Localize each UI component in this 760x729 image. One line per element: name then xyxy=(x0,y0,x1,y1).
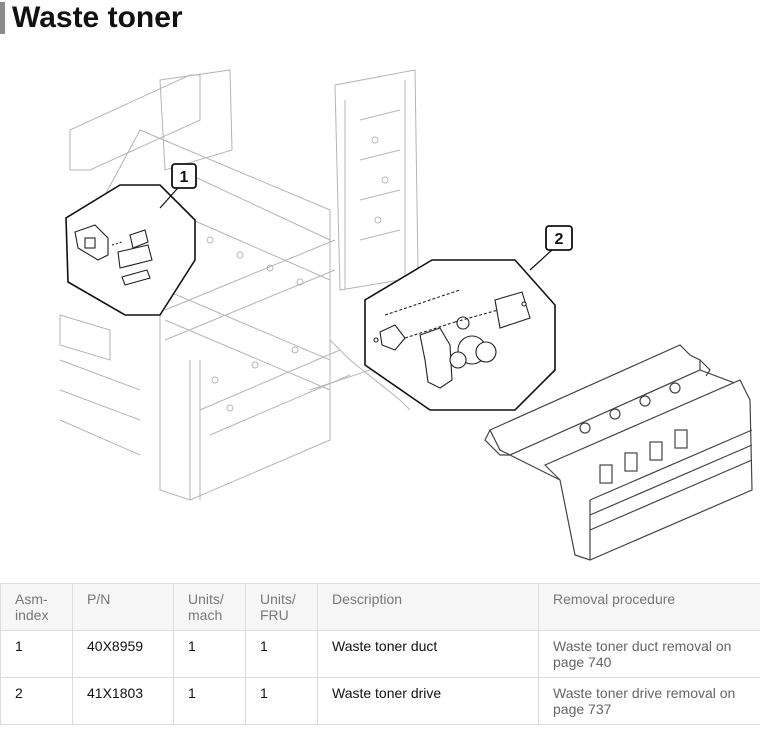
svg-text:1: 1 xyxy=(180,169,189,186)
parts-table: Asm-index P/N Units/mach Units/FRU Descr… xyxy=(0,583,760,725)
header-units-mach: Units/mach xyxy=(173,583,246,631)
header-pn: P/N xyxy=(72,583,174,631)
table-header-row: Asm-index P/N Units/mach Units/FRU Descr… xyxy=(0,583,760,631)
header-description: Description xyxy=(317,583,539,631)
callout-1-label: 1 xyxy=(171,163,197,189)
title-accent-bar xyxy=(0,2,5,34)
table-row: 2 41X1803 1 1 Waste toner drive Waste to… xyxy=(0,677,760,725)
svg-text:2: 2 xyxy=(555,231,564,248)
header-units-fru: Units/FRU xyxy=(245,583,318,631)
cell-units-fru: 1 xyxy=(245,630,318,678)
cell-units-mach: 1 xyxy=(173,677,246,725)
waste-toner-duct-parts-drawing xyxy=(74,224,153,286)
page-header: Waste toner xyxy=(0,0,760,38)
cell-asm-index: 2 xyxy=(0,677,73,725)
cell-pn: 40X8959 xyxy=(72,630,174,678)
callout-2-leader xyxy=(529,249,553,271)
cell-description: Waste toner drive xyxy=(317,677,539,725)
header-asm-index: Asm-index xyxy=(0,583,73,631)
cell-asm-index: 1 xyxy=(0,630,73,678)
cell-units-mach: 1 xyxy=(173,630,246,678)
header-removal-procedure: Removal procedure xyxy=(538,583,760,631)
printer-frame-drawing xyxy=(59,69,419,501)
cell-description: Waste toner duct xyxy=(317,630,539,678)
cell-units-fru: 1 xyxy=(245,677,318,725)
cell-pn: 41X1803 xyxy=(72,677,174,725)
page-title: Waste toner xyxy=(12,1,183,34)
table-row: 1 40X8959 1 1 Waste toner duct Waste ton… xyxy=(0,630,760,678)
waste-toner-bottle-drawing xyxy=(484,344,753,561)
waste-toner-drive-parts-drawing xyxy=(373,289,531,389)
callout-2-label: 2 xyxy=(545,225,573,251)
parts-illustration: 1 2 xyxy=(59,69,753,561)
